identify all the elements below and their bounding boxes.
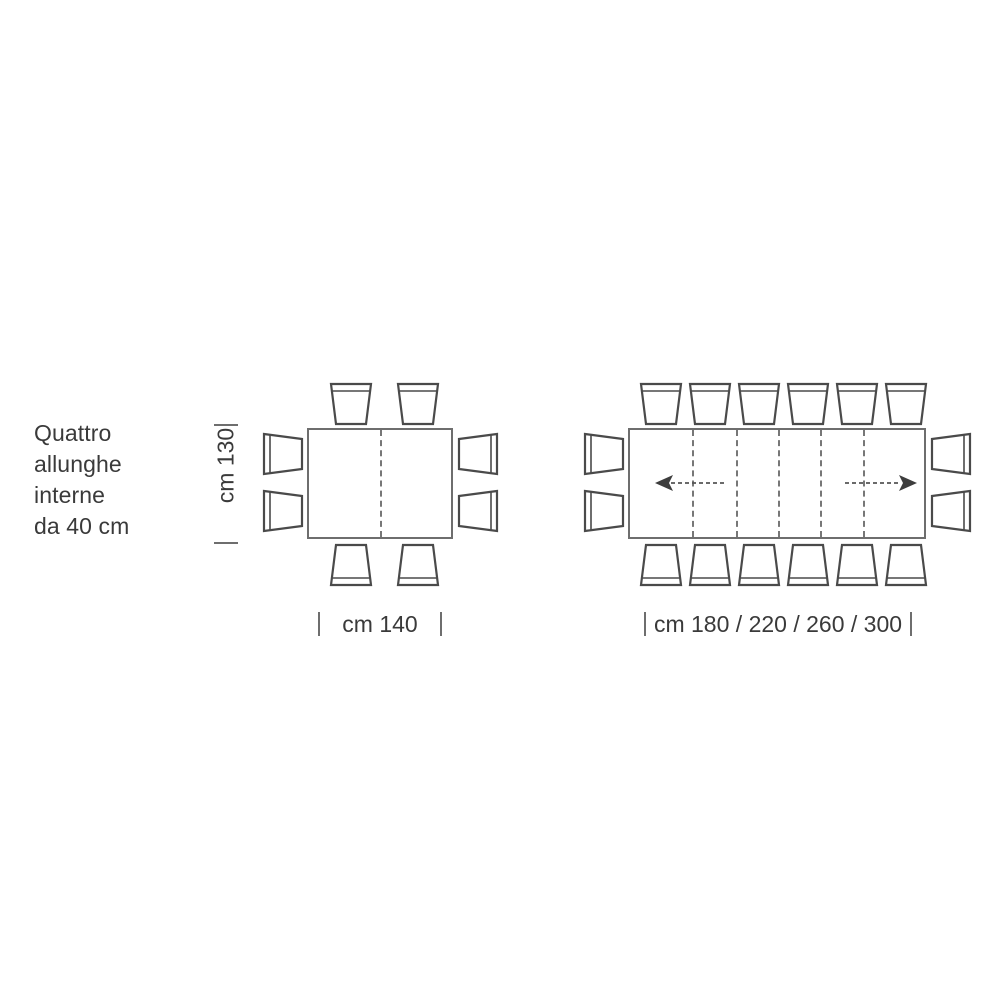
chair-ext-bottom-2 bbox=[688, 543, 732, 587]
extended-leaf-line-2 bbox=[736, 430, 738, 537]
extension-arrow-right-icon bbox=[845, 474, 917, 492]
closed-table-width-dimension: cm 140 bbox=[290, 608, 470, 640]
chair-ext-top-4 bbox=[786, 382, 830, 426]
chair-ext-top-6 bbox=[884, 382, 928, 426]
chair-ext-right-2 bbox=[930, 489, 972, 533]
extended-leaf-line-5 bbox=[863, 430, 865, 537]
chair-top-1 bbox=[329, 382, 373, 426]
extended-table-top bbox=[628, 428, 926, 539]
chair-ext-bottom-6 bbox=[884, 543, 928, 587]
extension-arrow-left-icon bbox=[655, 474, 727, 492]
caption-line-2: allunghe bbox=[34, 451, 122, 477]
chair-ext-left-1 bbox=[583, 432, 625, 476]
chair-ext-top-2 bbox=[688, 382, 732, 426]
chair-left-1 bbox=[262, 432, 304, 476]
chair-ext-right-1 bbox=[930, 432, 972, 476]
depth-tick-bottom bbox=[214, 542, 238, 544]
closed-table-width-label: cm 140 bbox=[342, 610, 418, 637]
extended-leaf-line-3 bbox=[778, 430, 780, 537]
chair-top-2 bbox=[396, 382, 440, 426]
chair-ext-bottom-1 bbox=[639, 543, 683, 587]
chair-bottom-1 bbox=[329, 543, 373, 587]
ext-width-tick-left bbox=[643, 612, 646, 636]
depth-dimension-label: cm 130 bbox=[212, 427, 239, 504]
depth-dimension: cm 130 bbox=[206, 424, 246, 544]
chair-ext-left-2 bbox=[583, 489, 625, 533]
extended-leaf-line-4 bbox=[820, 430, 822, 537]
width-tick-right bbox=[439, 612, 442, 636]
chair-bottom-2 bbox=[396, 543, 440, 587]
chair-ext-top-5 bbox=[835, 382, 879, 426]
closed-table-top bbox=[307, 428, 453, 539]
chair-ext-top-1 bbox=[639, 382, 683, 426]
chair-ext-bottom-4 bbox=[786, 543, 830, 587]
chair-ext-bottom-3 bbox=[737, 543, 781, 587]
caption-line-4: da 40 cm bbox=[34, 513, 130, 539]
width-tick-left bbox=[318, 612, 321, 636]
depth-tick-top bbox=[214, 424, 238, 426]
chair-ext-bottom-5 bbox=[835, 543, 879, 587]
closed-table-leaf-line bbox=[380, 430, 382, 537]
caption-line-1: Quattro bbox=[34, 420, 112, 446]
caption-line-3: interne bbox=[34, 482, 106, 508]
chair-left-2 bbox=[262, 489, 304, 533]
chair-ext-top-3 bbox=[737, 382, 781, 426]
ext-width-tick-right bbox=[910, 612, 913, 636]
chair-right-2 bbox=[457, 489, 499, 533]
extended-table-width-dimension: cm 180 / 220 / 260 / 300 bbox=[618, 608, 938, 640]
chair-right-1 bbox=[457, 432, 499, 476]
extended-table-width-label: cm 180 / 220 / 260 / 300 bbox=[653, 610, 903, 637]
caption-block: Quattro allunghe interne da 40 cm bbox=[34, 418, 204, 542]
